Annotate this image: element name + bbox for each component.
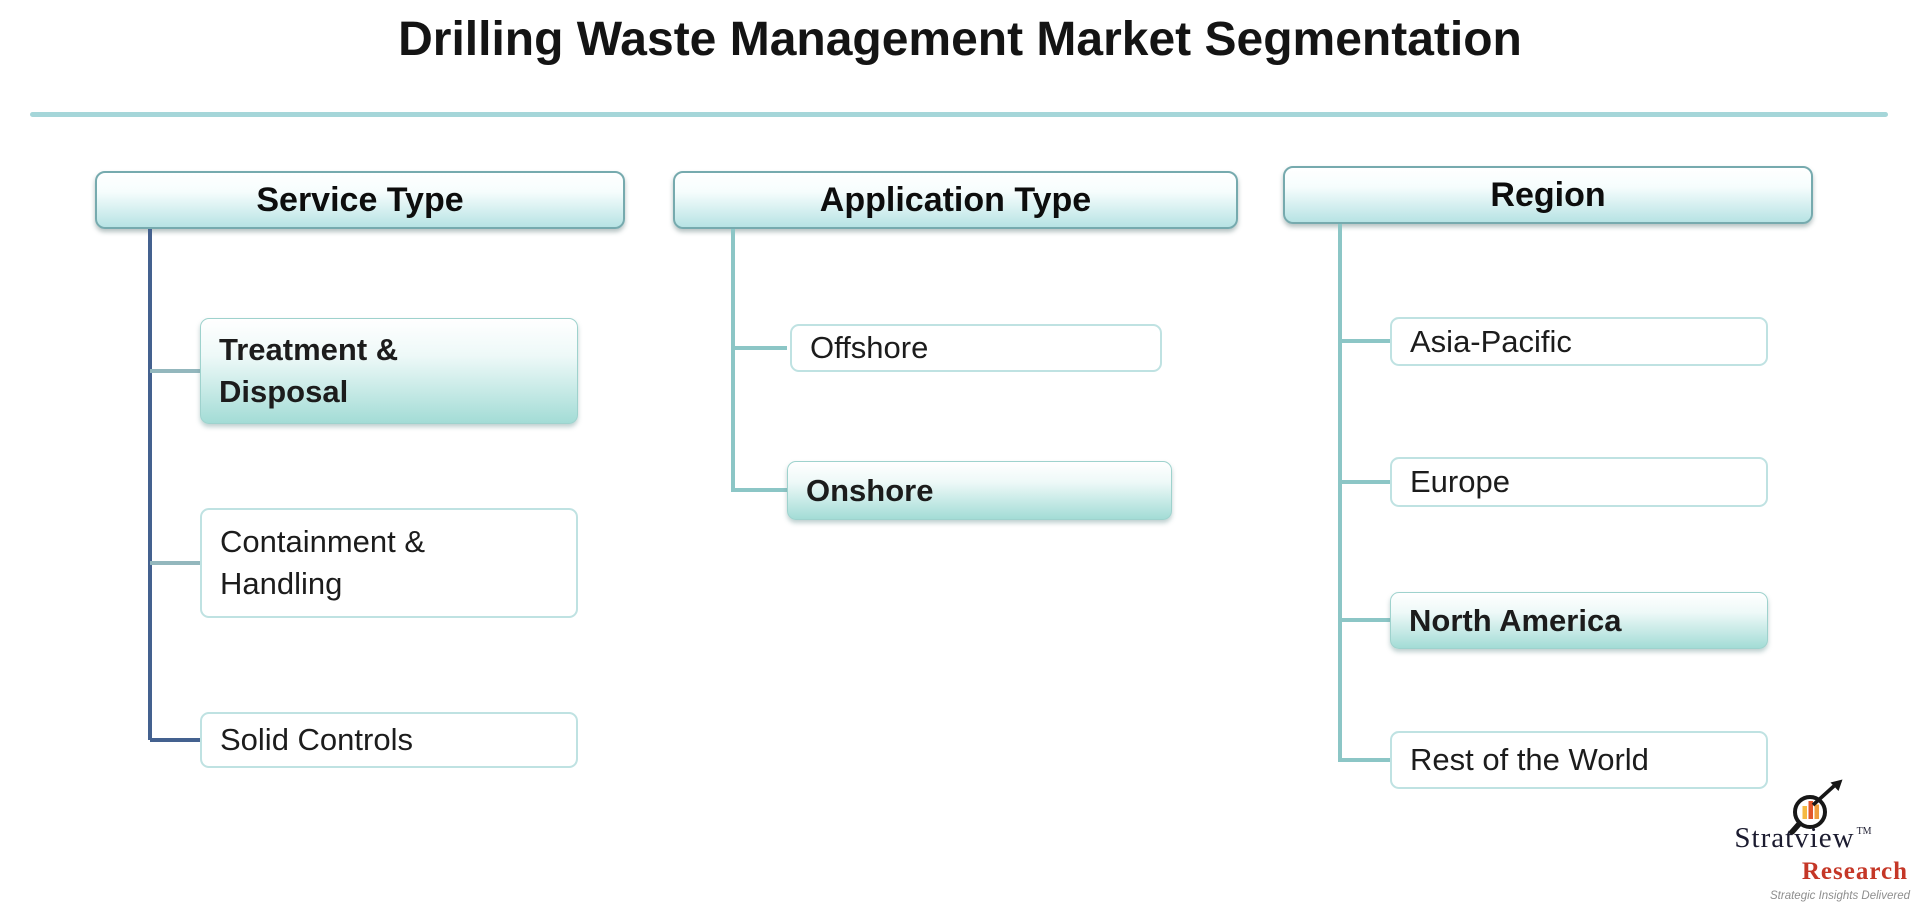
connector-rest-of-world: [1340, 758, 1390, 762]
header-region: Region: [1283, 166, 1813, 224]
title-divider: [30, 112, 1888, 117]
item-label: Solid Controls: [220, 722, 413, 758]
header-label: Service Type: [256, 180, 464, 219]
connector-north-america: [1340, 618, 1390, 622]
item-label: Europe: [1410, 464, 1510, 500]
connector-asia-pacific: [1340, 339, 1390, 343]
item-onshore: Onshore: [787, 461, 1172, 520]
connector-application-vertical: [731, 229, 735, 492]
item-treatment-disposal: Treatment & Disposal: [200, 318, 578, 424]
connector-solid-controls: [150, 738, 200, 742]
item-solid-controls: Solid Controls: [200, 712, 578, 768]
connector-offshore: [733, 346, 787, 350]
item-offshore: Offshore: [790, 324, 1162, 372]
connector-treatment-disposal: [150, 369, 200, 373]
connector-service-vertical: [148, 229, 152, 740]
item-europe: Europe: [1390, 457, 1768, 507]
item-rest-of-world: Rest of the World: [1390, 731, 1768, 789]
logo-trademark: TM: [1856, 826, 1872, 838]
item-asia-pacific: Asia-Pacific: [1390, 317, 1768, 366]
header-service-type: Service Type: [95, 171, 625, 229]
logo-sub-brand: Research: [1801, 858, 1908, 885]
item-containment-handling: Containment & Handling: [200, 508, 578, 618]
connector-europe: [1340, 480, 1390, 484]
logo-brand-word: Stratview: [1734, 822, 1855, 854]
header-application-type: Application Type: [673, 171, 1238, 229]
header-label: Region: [1490, 175, 1606, 214]
connector-region-vertical: [1338, 224, 1342, 762]
page-title: Drilling Waste Management Market Segment…: [398, 13, 1522, 66]
header-label: Application Type: [819, 180, 1092, 219]
magnifier-chart-icon: [1789, 779, 1843, 835]
logo-tagline: Strategic Insights Delivered: [1770, 890, 1910, 902]
item-label: Rest of the World: [1410, 742, 1649, 778]
item-north-america: North America: [1390, 592, 1768, 649]
connector-onshore: [733, 488, 787, 492]
item-label: Asia-Pacific: [1410, 323, 1572, 359]
item-label: North America: [1409, 602, 1622, 638]
item-label: Containment & Handling: [220, 524, 426, 601]
connector-containment-handling: [150, 561, 200, 565]
item-label: Treatment & Disposal: [219, 332, 399, 409]
item-label: Onshore: [806, 472, 934, 508]
item-label: Offshore: [810, 330, 929, 366]
